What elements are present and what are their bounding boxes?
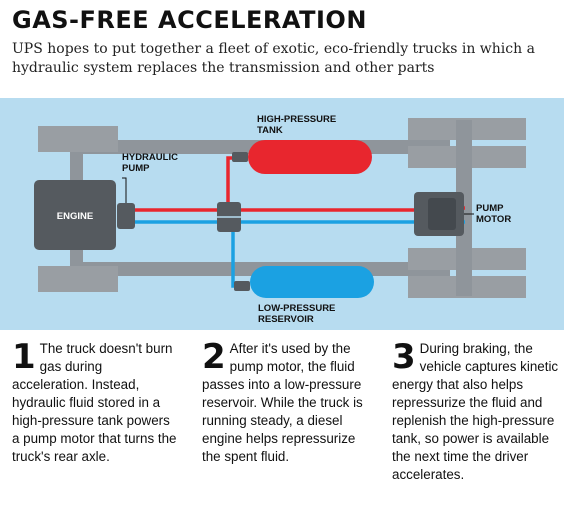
engine-label: ENGINE — [57, 211, 93, 222]
step-1: 1 The truck doesn't burn gas during acce… — [12, 340, 180, 466]
step-3: 3 During braking, the vehicle captures k… — [392, 340, 560, 484]
subtitle: UPS hopes to put together a fleet of exo… — [12, 41, 535, 76]
title: GAS-FREE ACCELERATION — [12, 6, 367, 34]
hp-tank-label-1: HIGH-PRESSURE — [257, 114, 336, 125]
step-1-text: The truck doesn't burn gas during accele… — [12, 341, 177, 464]
hydraulic-pump — [117, 203, 135, 229]
step-2-number: 2 — [202, 337, 226, 377]
front-wheel-bottom — [38, 266, 118, 292]
lp-reservoir-label-1: LOW-PRESSURE — [258, 303, 335, 314]
hydraulic-pump-label-1: HYDRAULIC — [122, 152, 178, 163]
step-1-number: 1 — [12, 337, 36, 377]
high-pressure-tank — [248, 140, 372, 174]
hp-tank-label-2: TANK — [257, 125, 283, 136]
lp-reservoir-label-2: RESERVOIR — [258, 314, 314, 325]
low-pressure-reservoir — [250, 266, 374, 298]
engine-block — [34, 180, 116, 250]
step-3-number: 3 — [392, 337, 416, 377]
pump-motor-hub — [428, 198, 456, 230]
lp-reservoir-valve — [234, 281, 250, 291]
step-2-text: After it's used by the pump motor, the f… — [202, 341, 363, 464]
front-wheel-top — [38, 126, 118, 152]
hydraulic-pump-label-2: PUMP — [122, 163, 150, 174]
hp-tank-valve — [232, 152, 248, 162]
pump-pointer — [122, 177, 127, 203]
pump-motor-label-2: MOTOR — [476, 214, 511, 225]
pump-motor-label-1: PUMP — [476, 203, 504, 214]
step-2: 2 After it's used by the pump motor, the… — [202, 340, 370, 466]
step-3-text: During braking, the vehicle captures kin… — [392, 341, 559, 482]
